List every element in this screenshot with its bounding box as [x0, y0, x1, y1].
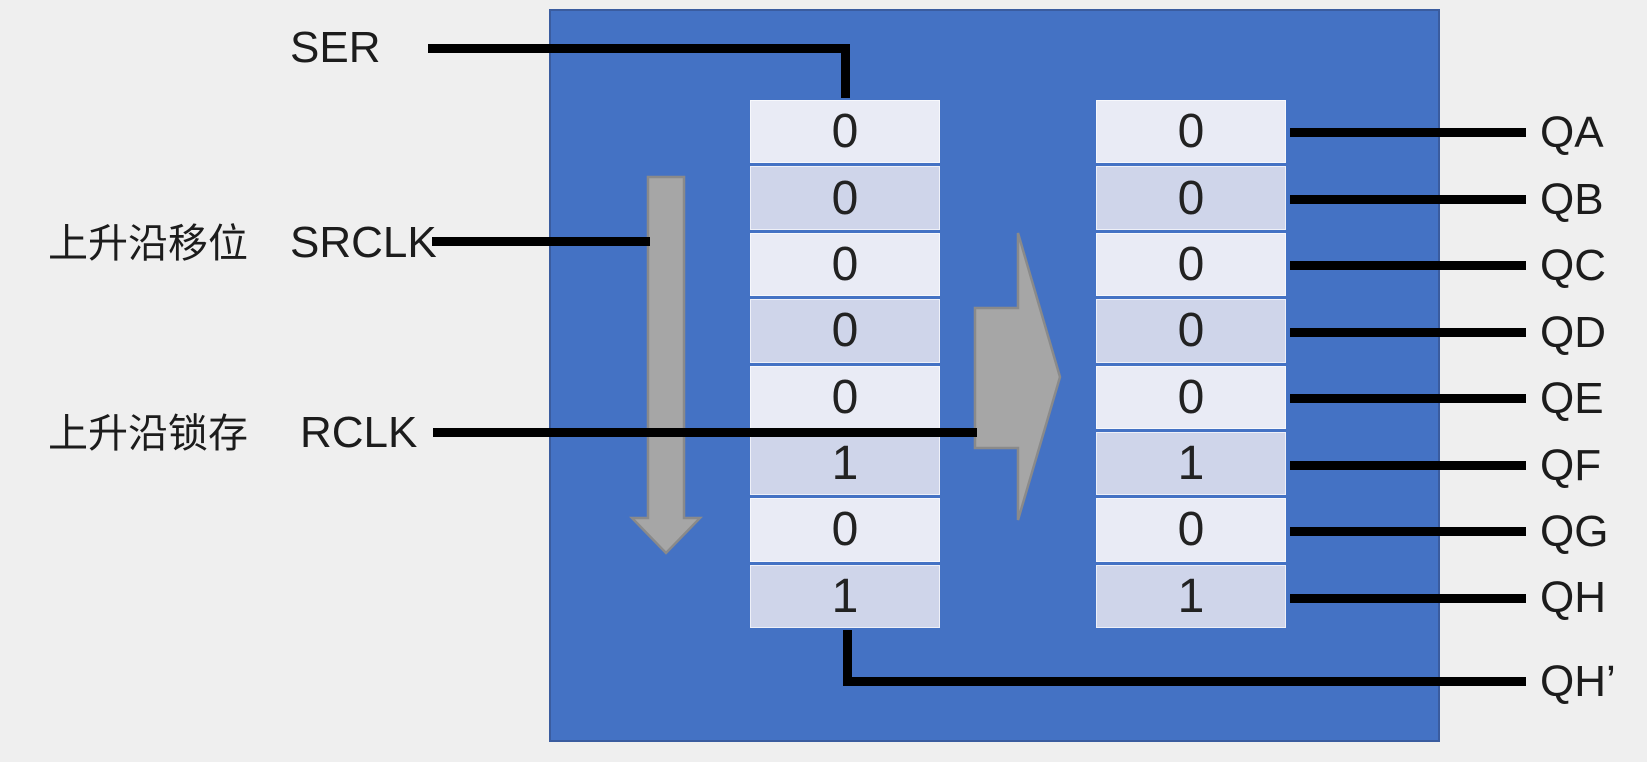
shift-register-cell: 1	[750, 431, 940, 496]
serial-out-wire-vertical	[843, 630, 852, 682]
output-label-qh: QH	[1540, 573, 1606, 622]
output-label-qf: QF	[1540, 441, 1602, 490]
storage-register-column: 0 0 0 0 0 1 0 1	[1094, 98, 1288, 630]
shift-register-cell: 0	[750, 232, 940, 297]
shift-register-cell: 0	[750, 299, 940, 363]
rclk-wire	[433, 428, 977, 437]
output-label-qb: QB	[1540, 175, 1604, 224]
shift-register-cell: 0	[750, 365, 940, 429]
output-label-qc: QC	[1540, 241, 1606, 290]
rclk-annotation: 上升沿锁存	[48, 412, 248, 456]
shift-register-cell: 0	[750, 166, 940, 230]
shift-register-cell: 0	[750, 100, 940, 164]
serial-out-wire	[843, 677, 1526, 686]
output-label-qe: QE	[1540, 374, 1604, 423]
ser-wire	[428, 44, 849, 53]
output-wire-qg	[1290, 527, 1526, 536]
storage-register-cell: 0	[1096, 232, 1286, 297]
storage-register-cell: 0	[1096, 299, 1286, 363]
output-wire-qa	[1290, 128, 1526, 137]
output-wire-qc	[1290, 261, 1526, 270]
output-wire-qh	[1290, 594, 1526, 603]
ser-label: SER	[290, 23, 381, 72]
srclk-annotation: 上升沿移位	[48, 222, 248, 266]
storage-register-cell: 0	[1096, 100, 1286, 164]
shift-register-column: 0 0 0 0 0 1 0 1	[748, 98, 942, 630]
storage-register-cell: 1	[1096, 431, 1286, 496]
srclk-label: SRCLK	[290, 218, 437, 267]
chip-body	[549, 9, 1440, 742]
output-wire-qd	[1290, 328, 1526, 337]
storage-register-cell: 0	[1096, 365, 1286, 429]
output-wire-qb	[1290, 195, 1526, 204]
output-label-qa: QA	[1540, 108, 1604, 157]
output-label-qg: QG	[1540, 507, 1609, 556]
rclk-label: RCLK	[300, 408, 418, 457]
shift-register-cell: 0	[750, 498, 940, 562]
srclk-wire	[432, 237, 650, 246]
ser-wire-vertical	[841, 44, 850, 98]
serial-out-label: QH’	[1540, 657, 1616, 706]
output-wire-qe	[1290, 394, 1526, 403]
shift-register-cell: 1	[750, 564, 940, 628]
output-wire-qf	[1290, 461, 1526, 470]
storage-register-cell: 1	[1096, 564, 1286, 628]
storage-register-cell: 0	[1096, 166, 1286, 230]
storage-register-cell: 0	[1096, 498, 1286, 562]
output-label-qd: QD	[1540, 308, 1606, 357]
